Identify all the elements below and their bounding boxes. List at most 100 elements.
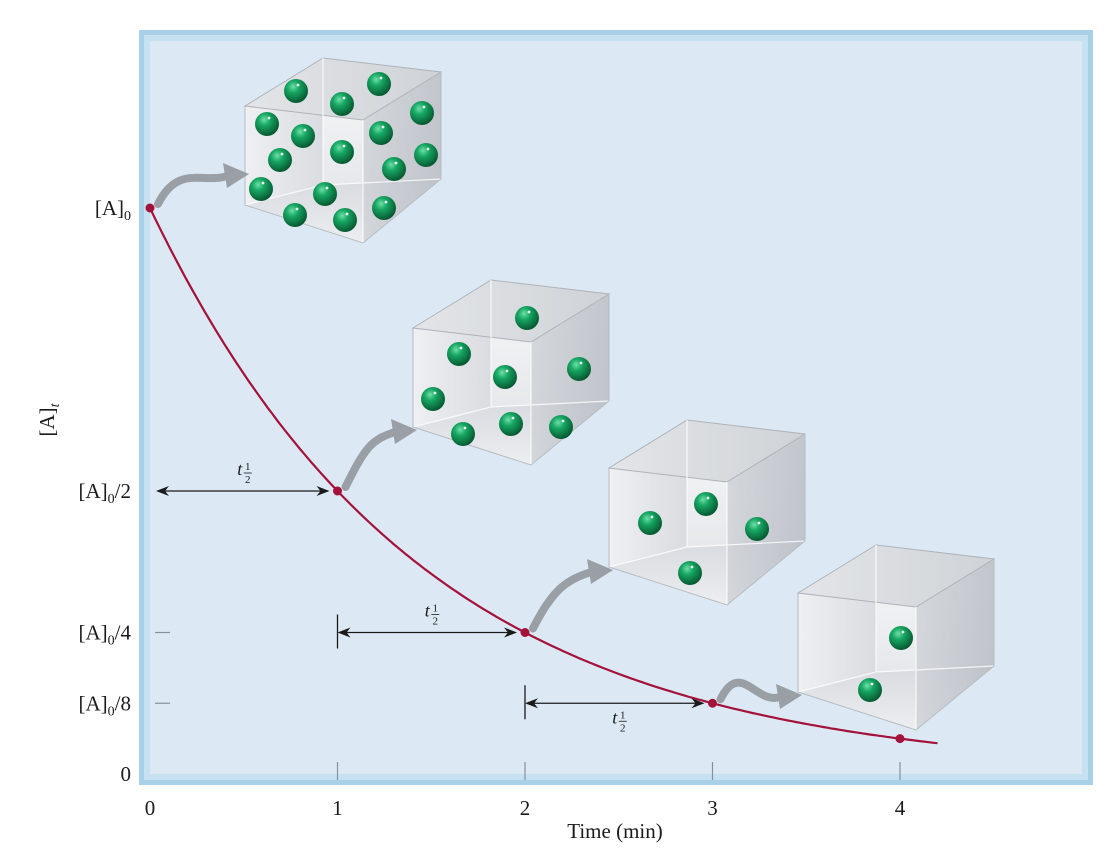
half-life-fraction-num: 1 — [433, 603, 439, 615]
particle-highlight — [325, 186, 329, 190]
container-arrow — [529, 559, 613, 633]
particle-highlight — [379, 76, 383, 80]
arrow-shaft — [716, 678, 784, 704]
particle-highlight — [433, 391, 437, 395]
arrowhead — [337, 627, 351, 638]
particle-highlight — [505, 369, 509, 373]
particle — [889, 626, 913, 650]
particle — [638, 511, 662, 535]
arrow-shaft — [529, 568, 595, 633]
cube-top — [413, 280, 609, 342]
arrow-shaft — [341, 428, 399, 491]
arrowhead — [504, 627, 517, 638]
decay-curve — [149, 207, 938, 745]
y-tick-label: [A]0/2 — [79, 479, 132, 507]
particle — [330, 140, 354, 164]
particle-highlight — [463, 426, 467, 430]
cube-top — [798, 545, 994, 607]
particle-container — [243, 57, 443, 244]
particle-highlight — [267, 116, 271, 120]
arrow-head — [391, 419, 417, 444]
particle — [367, 72, 391, 96]
particle-highlight — [757, 521, 761, 525]
y-tick-label: [A]0/8 — [79, 691, 132, 719]
data-point — [895, 734, 905, 744]
x-tick-label: 3 — [707, 796, 718, 820]
particle-highlight — [280, 152, 284, 156]
data-point — [145, 203, 155, 213]
particle-highlight — [579, 361, 583, 365]
y-axis: 0[A]0/8[A]0/4[A]0/2[A]0 — [79, 196, 170, 786]
half-life-fraction-den: 2 — [620, 722, 626, 734]
particle — [284, 79, 308, 103]
particle-highlight — [870, 682, 874, 686]
data-point — [520, 628, 530, 637]
cube-top — [245, 58, 441, 120]
particle-highlight — [295, 207, 299, 211]
particle — [330, 92, 354, 116]
particle-highlight — [394, 161, 398, 165]
cube-right — [916, 559, 994, 730]
particle-highlight — [342, 144, 346, 148]
y-tick-label: [A]0/4 — [79, 621, 132, 649]
particle-highlight — [426, 147, 430, 151]
particle-highlight — [261, 181, 265, 185]
particle-highlight — [384, 200, 388, 204]
particle — [567, 357, 591, 381]
particle — [451, 422, 475, 446]
particle — [745, 517, 769, 541]
particle — [369, 121, 393, 145]
particle-highlight — [345, 212, 349, 216]
particle-highlight — [342, 96, 346, 100]
particle-highlight — [303, 128, 307, 132]
x-tick-label: 4 — [895, 796, 906, 820]
arrow-head — [587, 559, 613, 584]
arrowhead — [525, 698, 538, 709]
arrow-head — [776, 684, 802, 709]
y-axis-title-sub: t — [48, 402, 63, 407]
particle — [291, 124, 315, 148]
particle — [414, 143, 438, 167]
arrowhead — [316, 486, 330, 496]
cube-edges — [608, 420, 806, 605]
half-life-label: t — [237, 459, 243, 479]
arrow-head — [223, 163, 249, 188]
particle — [678, 561, 702, 585]
cube-outline — [412, 294, 610, 466]
particle-container — [607, 419, 807, 606]
particle-highlight — [527, 310, 531, 314]
x-tick-label: 0 — [145, 796, 156, 820]
particle — [421, 387, 445, 411]
particle-highlight — [690, 565, 694, 569]
arrowhead — [156, 486, 169, 496]
particle — [372, 196, 396, 220]
particle — [694, 492, 718, 516]
particle — [382, 157, 406, 181]
particle-highlight — [381, 125, 385, 129]
particle-container — [796, 544, 996, 731]
half-life-fraction-den: 2 — [433, 616, 439, 628]
particle — [549, 415, 573, 439]
arrowhead — [691, 698, 705, 709]
particle — [283, 203, 307, 227]
particle — [249, 177, 273, 201]
container-arrow — [341, 419, 417, 491]
particle — [333, 208, 357, 232]
particle-containers — [243, 57, 996, 731]
particle-highlight — [706, 496, 710, 500]
half-life-label: t — [612, 707, 618, 727]
x-axis-title: Time (min) — [567, 819, 662, 843]
particle — [255, 112, 279, 136]
particle — [313, 182, 337, 206]
cube-top — [609, 420, 805, 482]
particle-highlight — [650, 515, 654, 519]
particle-highlight — [511, 416, 515, 420]
particle — [410, 101, 434, 125]
particle — [447, 342, 471, 366]
data-point — [708, 698, 717, 708]
